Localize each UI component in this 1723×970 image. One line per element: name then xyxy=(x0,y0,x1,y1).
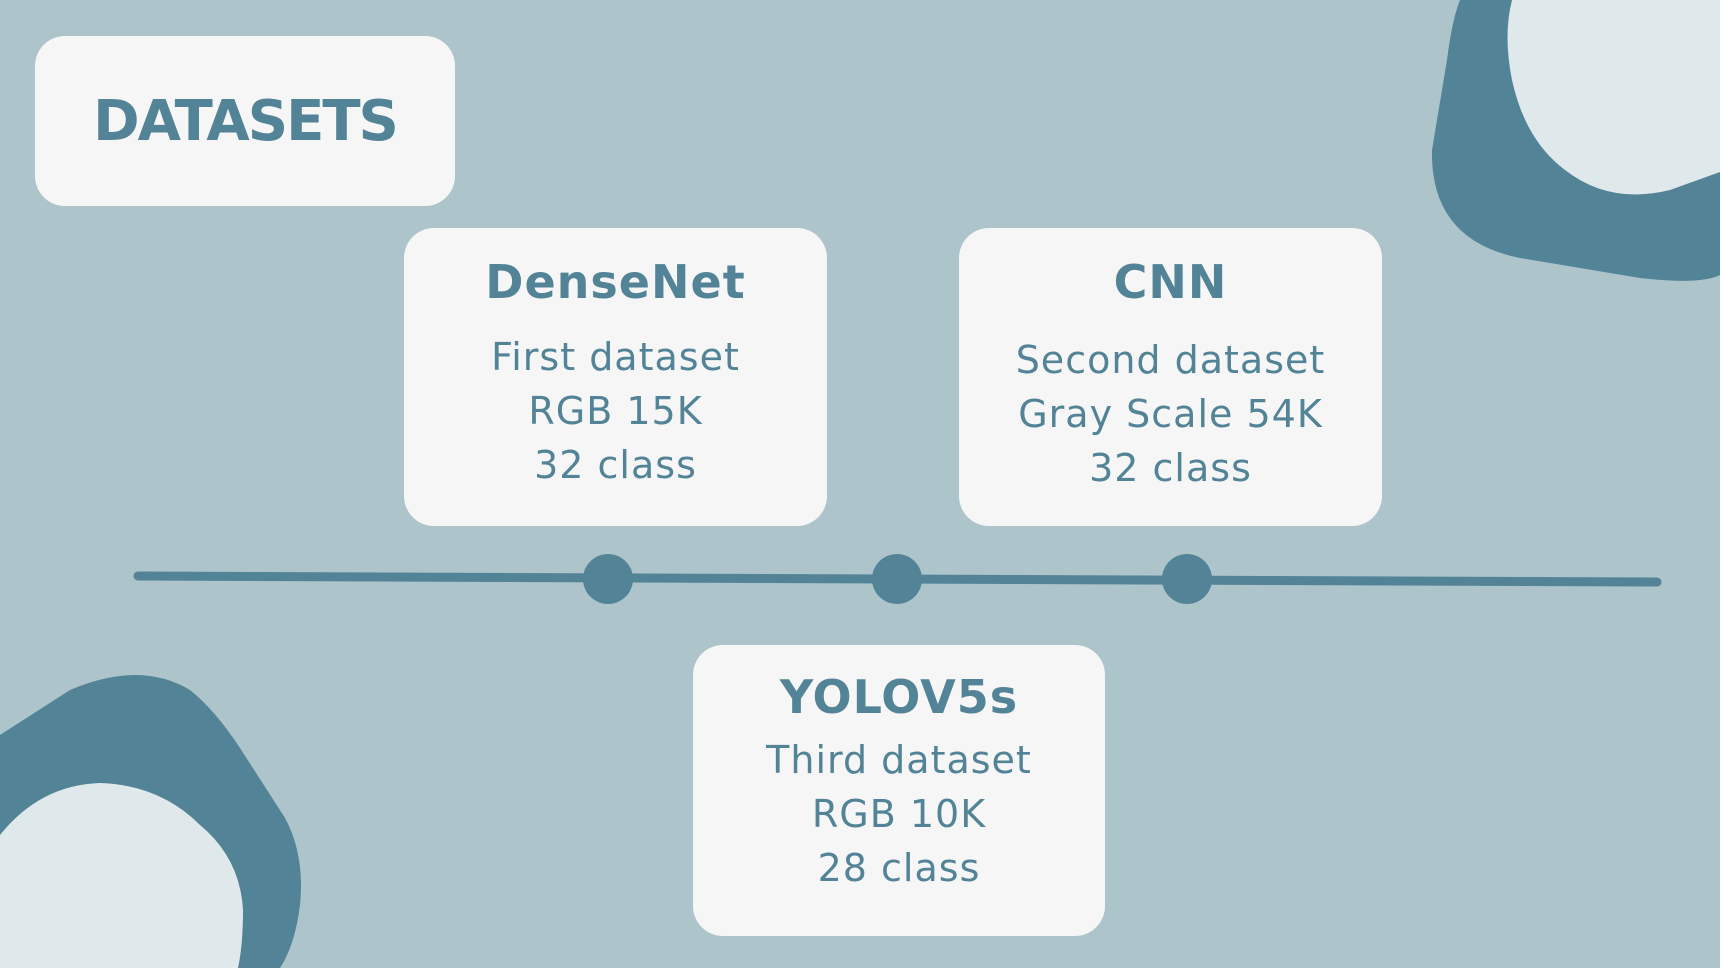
card-dataset-line: Second dataset xyxy=(1015,337,1326,382)
timeline-node-1 xyxy=(583,554,633,604)
timeline-node-2 xyxy=(872,554,922,604)
card-size-line: Gray Scale 54K xyxy=(1018,391,1323,436)
title-card: DATASETS xyxy=(35,36,455,206)
top-right-blob-light xyxy=(1507,0,1720,195)
card-yolov5s: YOLOV5s Third dataset RGB 10K 28 class xyxy=(693,645,1105,936)
card-dataset-line: First dataset xyxy=(491,334,740,379)
bottom-left-blob-light xyxy=(0,783,243,968)
timeline-node-3 xyxy=(1162,554,1212,604)
card-dataset-line: Third dataset xyxy=(766,737,1032,782)
card-title: YOLOV5s xyxy=(779,670,1019,724)
card-densenet: DenseNet First dataset RGB 15K 32 class xyxy=(404,228,827,526)
card-details: First dataset RGB 15K 32 class xyxy=(404,330,827,492)
page-title: DATASETS xyxy=(93,88,399,154)
card-size-line: RGB 15K xyxy=(528,388,703,433)
card-class-line: 32 class xyxy=(534,442,697,487)
card-title: DenseNet xyxy=(485,255,746,309)
card-details: Third dataset RGB 10K 28 class xyxy=(693,733,1105,895)
card-cnn: CNN Second dataset Gray Scale 54K 32 cla… xyxy=(959,228,1382,526)
card-class-line: 28 class xyxy=(817,845,981,890)
card-size-line: RGB 10K xyxy=(811,791,987,836)
card-class-line: 32 class xyxy=(1089,445,1252,490)
card-details: Second dataset Gray Scale 54K 32 class xyxy=(959,333,1382,495)
card-title: CNN xyxy=(1113,255,1228,309)
